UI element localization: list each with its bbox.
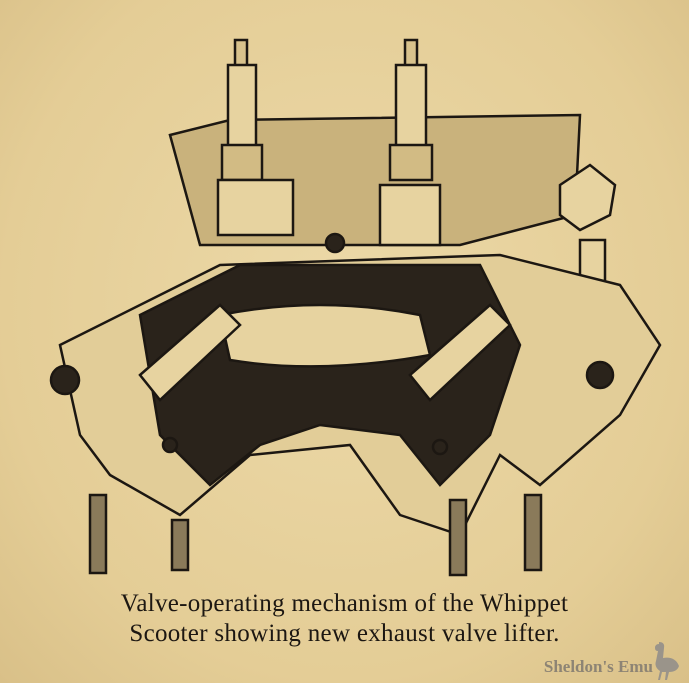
caption-line-2: Scooter showing new exhaust valve lifter… [129, 620, 560, 647]
watermark-text: Sheldon's Emu [543, 657, 653, 676]
valve-mechanism-illustration [49, 38, 662, 577]
emu-logo-icon [655, 642, 679, 680]
caption-line-1: Valve-operating mechanism of the Whippet [120, 590, 569, 617]
